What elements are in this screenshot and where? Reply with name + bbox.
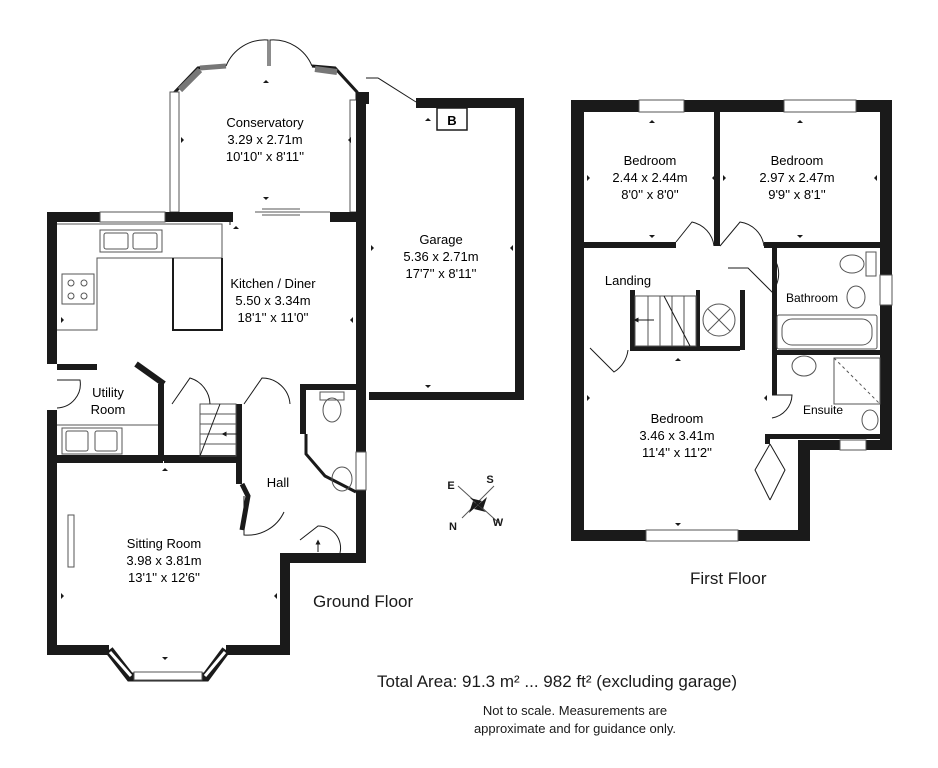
utility-name-line1: Utility: [92, 385, 124, 400]
first-floor-doors: [589, 221, 793, 501]
kitchen-imperial: 18'1'' x 11'0'': [237, 310, 308, 325]
ground-floor-windows: [67, 211, 367, 568]
sitting-room-imperial: 13'1'' x 12'6'': [128, 570, 200, 585]
boiler-label: B: [447, 113, 456, 128]
first-floor-plan: Bedroom 2.44 x 2.44m 8'0'' x 8'0'' Bedro…: [571, 99, 893, 542]
bedroom-main-imperial: 11'4'' x 11'2'': [642, 445, 712, 460]
disclaimer-line1: Not to scale. Measurements are: [482, 703, 668, 718]
compass-w: W: [493, 517, 504, 529]
kitchen-units: [57, 223, 223, 455]
compass-s: S: [486, 474, 493, 486]
conservatory-name: Conservatory: [226, 115, 304, 130]
kitchen-name: Kitchen / Diner: [230, 276, 316, 291]
bedroom-main-metric: 3.46 x 3.41m: [639, 428, 714, 443]
bedroom-main-name: Bedroom: [651, 411, 704, 426]
compass-icon: E S N W: [447, 474, 503, 533]
compass-e: E: [447, 480, 454, 492]
kitchen-metric: 5.50 x 3.34m: [235, 293, 310, 308]
bathroom-fittings: [776, 251, 881, 431]
bedroom-left-name: Bedroom: [624, 153, 677, 168]
first-floor-title: First Floor: [690, 569, 767, 588]
ground-floor-title: Ground Floor: [313, 592, 414, 611]
conservatory-metric: 3.29 x 2.71m: [227, 132, 302, 147]
garage-metric: 5.36 x 2.71m: [403, 249, 478, 264]
garage-name: Garage: [419, 232, 462, 247]
bedroom-right-name: Bedroom: [771, 153, 824, 168]
sitting-room-bay: [105, 647, 230, 682]
garage-imperial: 17'7'' x 8'11'': [405, 266, 476, 281]
dimension-markers: [61, 80, 513, 660]
first-floor-stairs: [633, 295, 736, 347]
ground-floor-walls: [47, 92, 524, 655]
bathroom-name: Bathroom: [786, 291, 838, 305]
boiler-box: [436, 107, 468, 131]
bedroom-right-imperial: 9'9'' x 8'1'': [768, 187, 826, 202]
sitting-room-metric: 3.98 x 3.81m: [126, 553, 201, 568]
disclaimer: Not to scale. Measurements are approxima…: [445, 702, 705, 738]
bedroom-right-metric: 2.97 x 2.47m: [759, 170, 834, 185]
compass-n: N: [449, 521, 457, 533]
sitting-room-name: Sitting Room: [127, 536, 201, 551]
disclaimer-line2: approximate and for guidance only.: [473, 721, 677, 736]
landing-name: Landing: [605, 273, 651, 288]
bedroom-left-metric: 2.44 x 2.44m: [612, 170, 687, 185]
ground-floor-doors: [56, 77, 417, 554]
first-floor-walls: [571, 100, 892, 541]
ff-dimension-markers: [587, 120, 877, 526]
ground-floor-plan: Conservatory 3.29 x 2.71m 10'10'' x 8'11…: [47, 39, 524, 682]
wc-fittings: [319, 391, 353, 492]
ensuite-name: Ensuite: [803, 403, 843, 417]
total-area: Total Area: 91.3 m² ... 982 ft² (excludi…: [377, 672, 738, 691]
first-floor-windows: [638, 99, 893, 542]
conservatory-imperial: 10'10'' x 8'11'': [226, 149, 304, 164]
bedroom-left-imperial: 8'0'' x 8'0'': [621, 187, 679, 202]
utility-name-line2: Room: [91, 402, 126, 417]
hall-name: Hall: [267, 475, 290, 490]
ground-floor-stairs: [199, 403, 238, 457]
